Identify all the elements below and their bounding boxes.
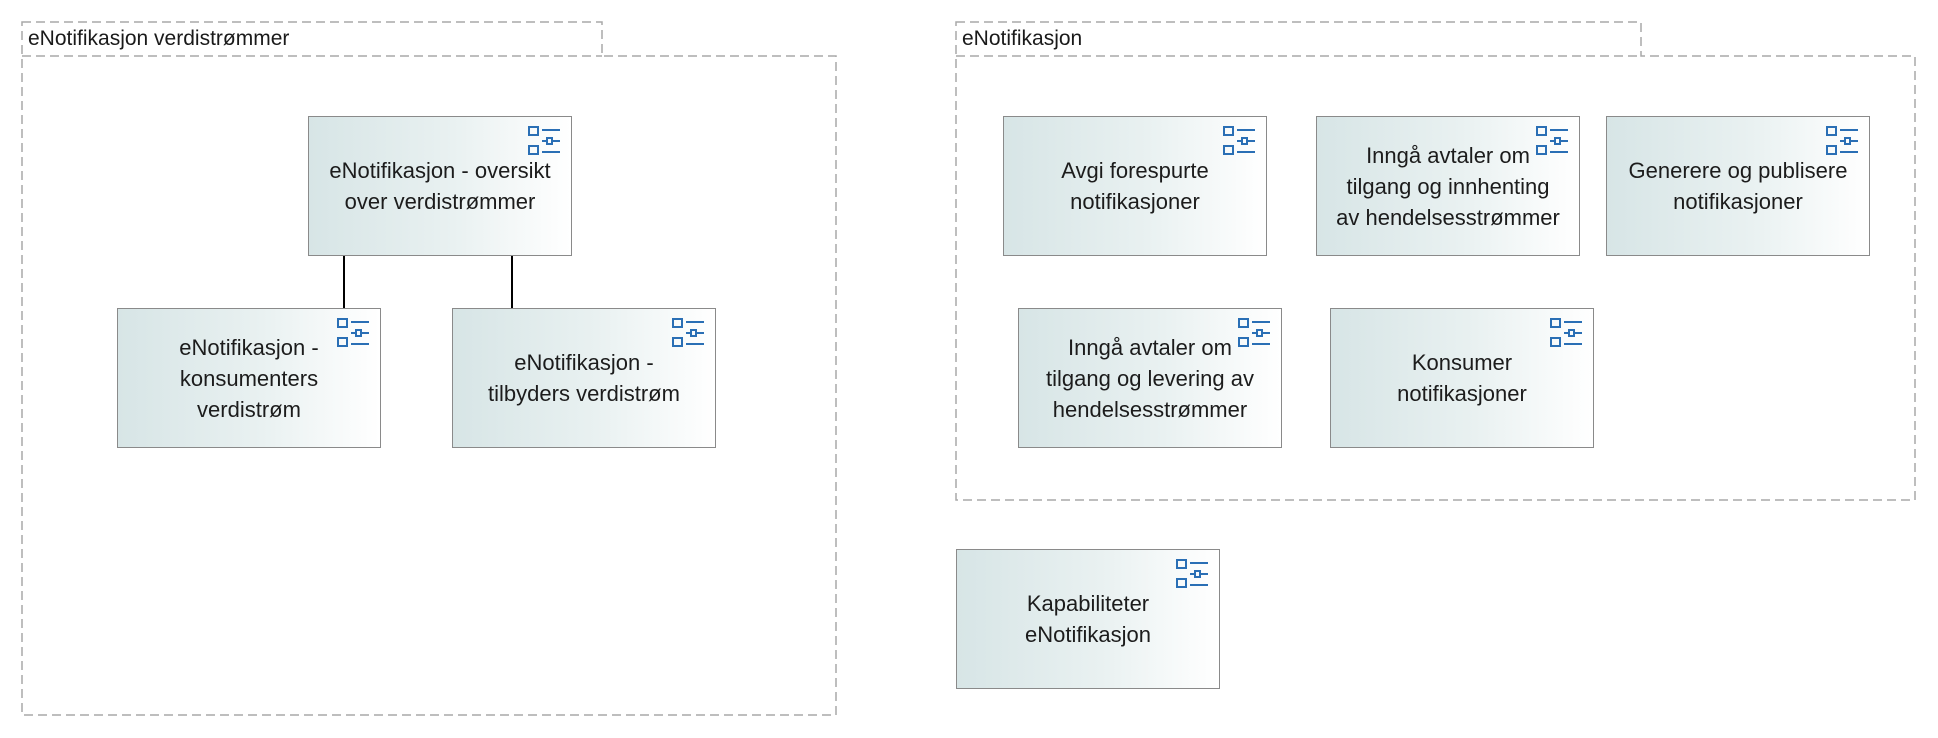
group-label-verdistrommer: eNotifikasjon verdistrømmer [28, 27, 290, 50]
group-label-enotifikasjon: eNotifikasjon [962, 27, 1083, 50]
capability-icon [1826, 126, 1858, 155]
capability-kapabiliteter[interactable]: Kapabiliteter eNotifikasjon [956, 549, 1220, 689]
capability-icon [672, 318, 704, 347]
capability-generere[interactable]: Generere og publisere notifikasjoner [1606, 116, 1870, 256]
connector-oversikt-konsumenter [343, 255, 345, 309]
capability-avgi-label: Avgi forespurte notifikasjoner [1061, 158, 1209, 214]
capability-icon [1223, 126, 1255, 155]
capability-innhenting[interactable]: Inngå avtaler om tilgang og innhenting a… [1316, 116, 1580, 256]
capability-levering[interactable]: Inngå avtaler om tilgang og levering av … [1018, 308, 1282, 448]
capability-konsumenter-label: eNotifikasjon - konsumenters verdistrøm [179, 334, 319, 422]
capability-icon [1550, 318, 1582, 347]
capability-innhenting-label: Inngå avtaler om tilgang og innhenting a… [1336, 142, 1560, 230]
capability-icon [337, 318, 369, 347]
connector-oversikt-tilbyders [511, 255, 513, 309]
capability-icon [528, 126, 560, 155]
capability-kapabiliteter-label: Kapabiliteter eNotifikasjon [1025, 591, 1151, 647]
group-frame-enotifikasjon [955, 21, 1916, 501]
capability-icon [1536, 126, 1568, 155]
capability-konsumer-label: Konsumer notifikasjoner [1397, 350, 1527, 406]
capability-avgi[interactable]: Avgi forespurte notifikasjoner [1003, 116, 1267, 256]
group-frame-verdistrommer [21, 21, 837, 716]
capability-konsumenter[interactable]: eNotifikasjon - konsumenters verdistrøm [117, 308, 381, 448]
capability-tilbyders[interactable]: eNotifikasjon - tilbyders verdistrøm [452, 308, 716, 448]
capability-levering-label: Inngå avtaler om tilgang og levering av … [1046, 334, 1254, 422]
capability-tilbyders-label: eNotifikasjon - tilbyders verdistrøm [488, 350, 680, 406]
capability-icon [1238, 318, 1270, 347]
capability-konsumer[interactable]: Konsumer notifikasjoner [1330, 308, 1594, 448]
capability-generere-label: Generere og publisere notifikasjoner [1628, 158, 1848, 214]
capability-icon [1176, 559, 1208, 588]
capability-oversikt-label: eNotifikasjon - oversikt over verdistrøm… [329, 158, 551, 214]
capability-oversikt[interactable]: eNotifikasjon - oversikt over verdistrøm… [308, 116, 572, 256]
